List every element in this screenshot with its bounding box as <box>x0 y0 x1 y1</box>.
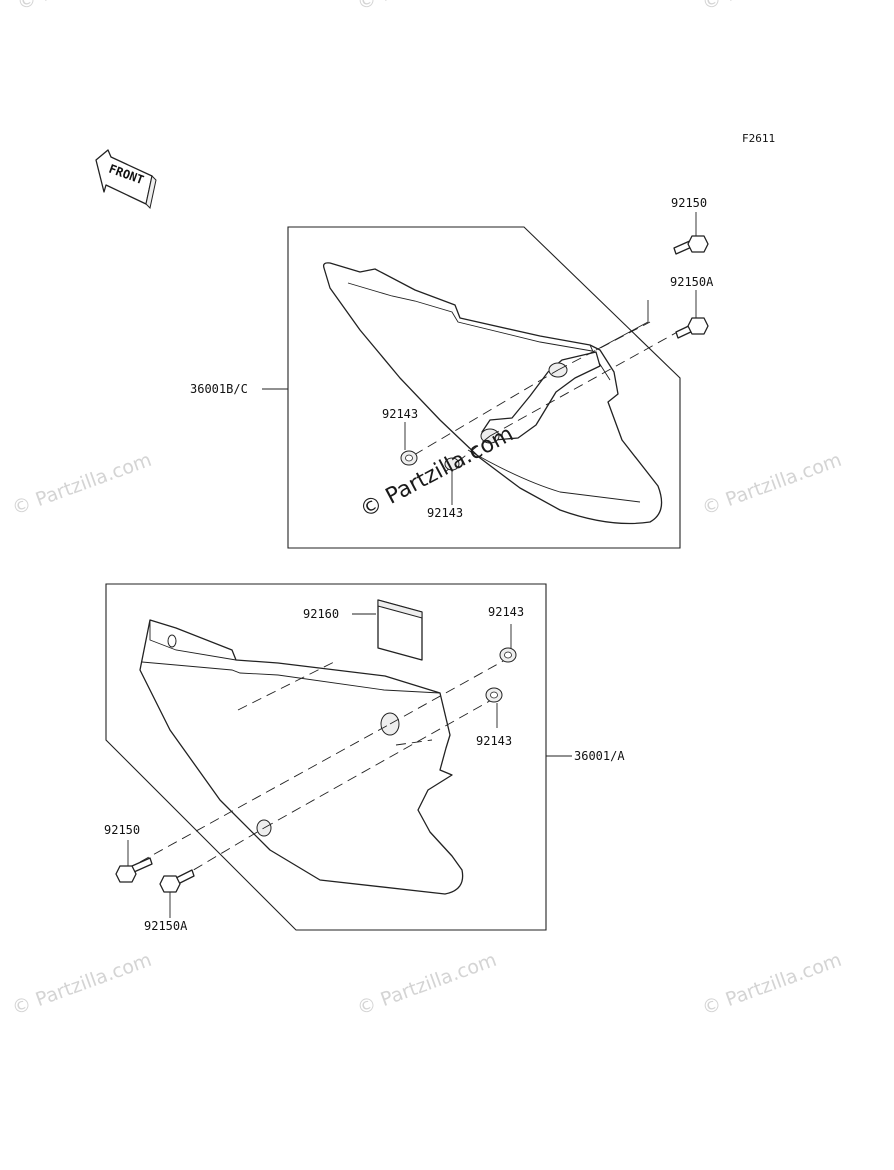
lower-side-cover-assembly: 92160 92143 92143 36001/A 92150 92150A <box>104 583 625 933</box>
upper-grommet-1 <box>400 450 418 466</box>
figure-code: F2611 <box>742 132 775 145</box>
lower-grommet-1 <box>499 647 517 663</box>
lower-bolt-a <box>159 869 195 893</box>
upper-side-cover-assembly: 92150 92150A 36001B/C 92143 92143 <box>190 196 714 549</box>
lower-frame <box>105 583 547 931</box>
label-92150-lower: 92150 <box>104 823 140 837</box>
label-92143-lower-1: 92143 <box>488 605 524 619</box>
label-92160: 92160 <box>303 607 339 621</box>
label-92150A-upper: 92150A <box>670 275 714 289</box>
label-92150A-lower: 92150A <box>144 919 188 933</box>
watermark-bottom-center: © Partzilla.com <box>354 949 499 1020</box>
pad-92160 <box>377 599 423 661</box>
upper-frame <box>287 226 681 549</box>
lower-side-cover <box>139 619 464 895</box>
upper-bolt-a <box>675 317 709 339</box>
label-92143-upper-2: 92143 <box>427 506 463 520</box>
lower-bolt <box>115 857 153 883</box>
watermark-bottom-right: © Partzilla.com <box>699 949 844 1020</box>
front-arrow-icon: FRONT <box>95 149 157 210</box>
watermark-mid-left: © Partzilla.com <box>9 449 154 520</box>
watermark-bottom-left: © Partzilla.com <box>9 949 154 1020</box>
label-36001BC: 36001B/C <box>190 382 248 396</box>
watermark-top-center: © Partzilla.com <box>354 0 499 15</box>
watermark-top-left: © Partzilla.com <box>14 0 159 15</box>
lower-grommet-2 <box>485 687 503 703</box>
watermark-top-right: © Partzilla.com <box>699 0 844 15</box>
upper-cover-bracket <box>481 351 601 441</box>
label-92143-upper-1: 92143 <box>382 407 418 421</box>
label-92150-upper: 92150 <box>671 196 707 210</box>
upper-bolt <box>673 235 709 255</box>
watermark-mid-right: © Partzilla.com <box>699 449 844 520</box>
label-36001A: 36001/A <box>574 749 625 763</box>
upper-side-cover <box>322 262 663 525</box>
label-92143-lower-2: 92143 <box>476 734 512 748</box>
